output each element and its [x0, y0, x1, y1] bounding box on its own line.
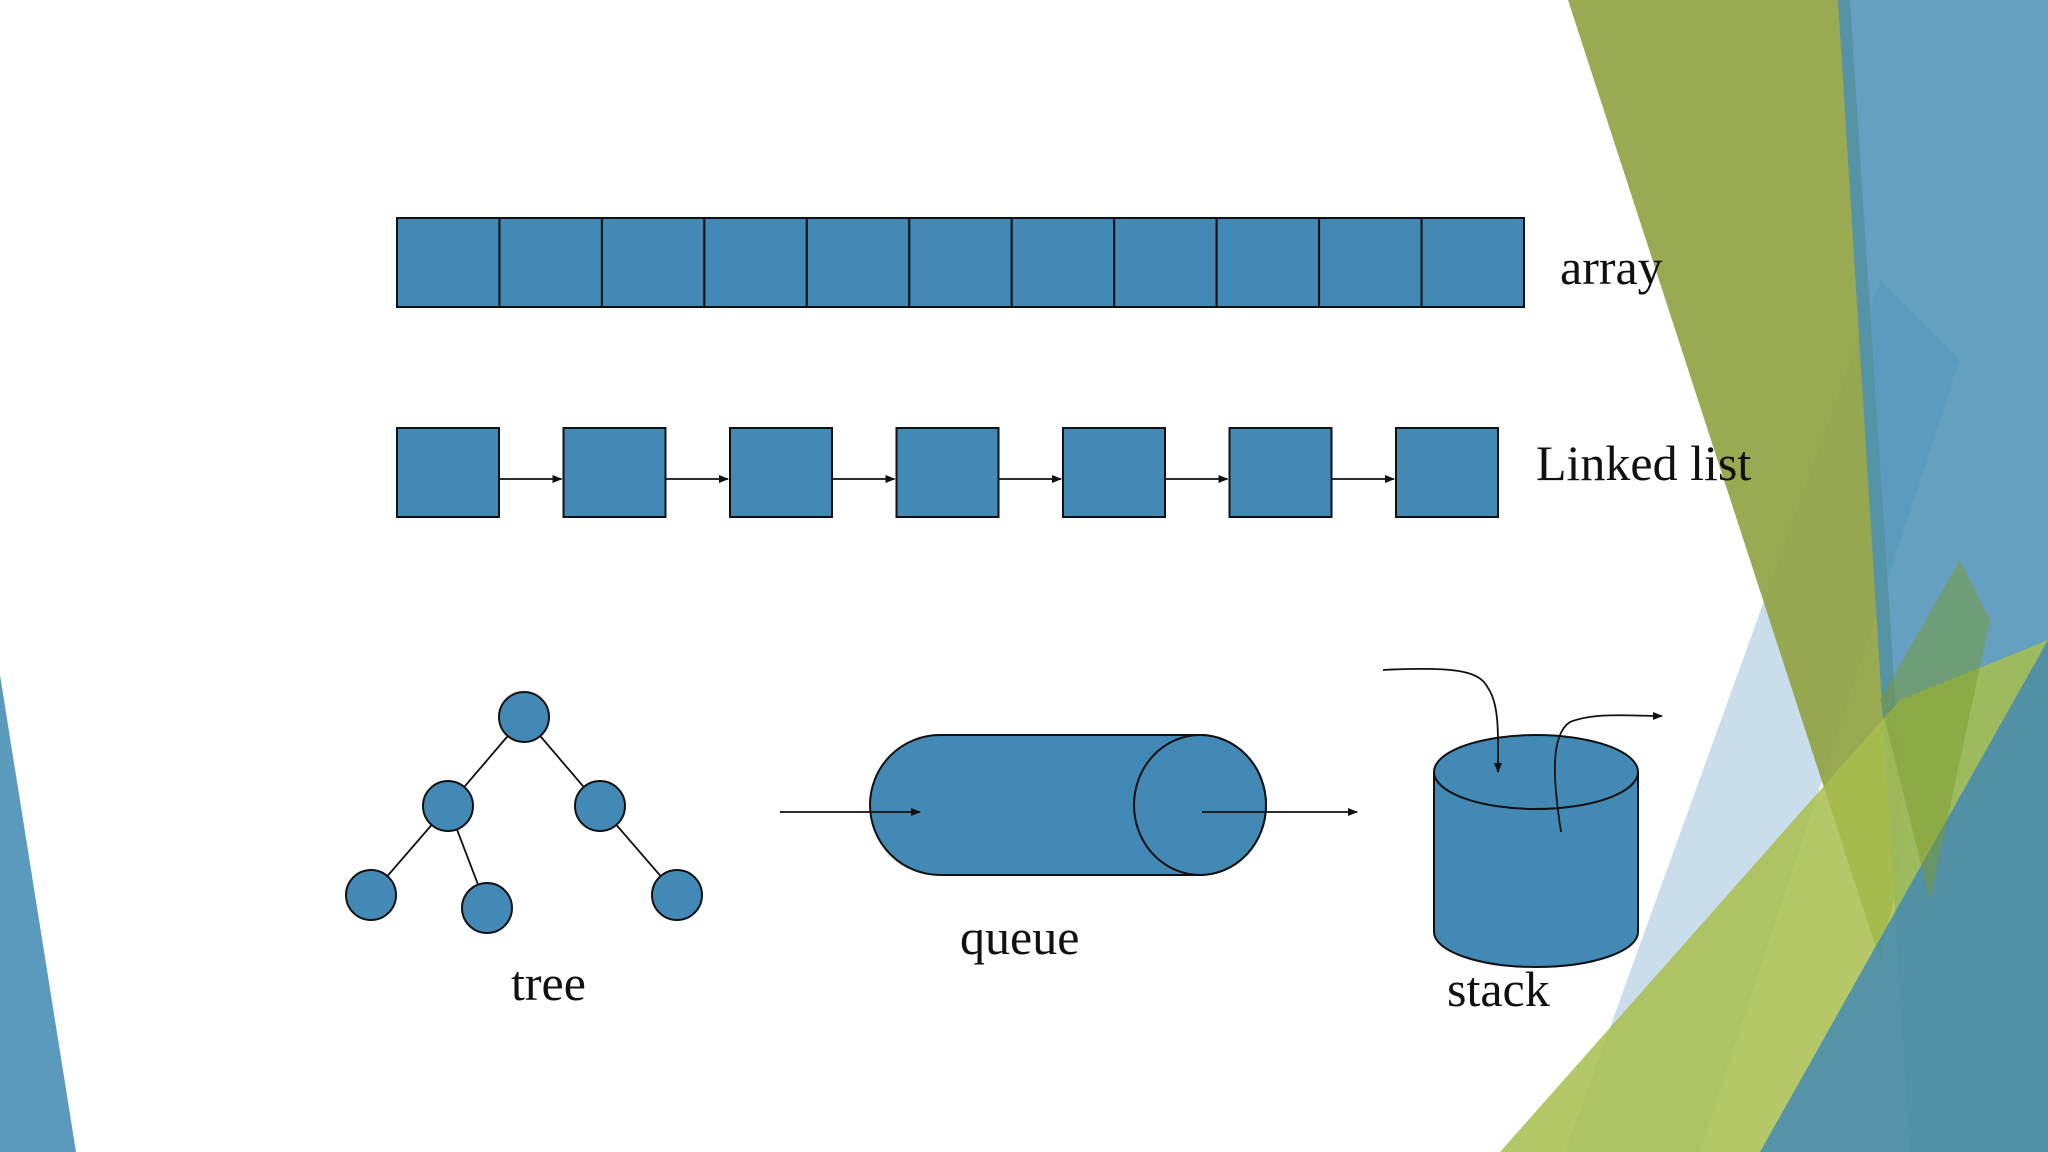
stack-diagram — [1382, 667, 1663, 968]
deco-left-teal-shape — [0, 675, 76, 1152]
array-cell — [1318, 217, 1423, 308]
list-node — [1062, 427, 1166, 518]
list-node — [895, 427, 1000, 518]
queue-diagram — [780, 734, 1358, 876]
stack-pop-arrow — [1554, 711, 1663, 833]
list-node — [1395, 427, 1499, 518]
tree-label: tree — [511, 955, 586, 1011]
array-cell — [1420, 217, 1526, 308]
deco-green-band — [1568, 0, 1905, 960]
stack-cylinder-top — [1433, 734, 1639, 810]
list-node — [562, 427, 667, 518]
queue-label: queue — [960, 909, 1080, 965]
list-node — [729, 427, 833, 518]
linked-list-diagram — [396, 427, 1499, 518]
tree-node — [651, 869, 703, 921]
array-label: array — [1560, 239, 1663, 295]
stack-label: stack — [1447, 961, 1550, 1017]
stack-push-arrow — [1382, 667, 1503, 773]
deco-dark-teal-band — [1760, 640, 2048, 1152]
stack-cylinder-body — [1433, 772, 1639, 968]
tree-node — [461, 882, 513, 934]
array-cell — [600, 217, 706, 308]
array-cell — [498, 217, 603, 308]
queue-cylinder-end — [1133, 734, 1267, 876]
array-cell — [1215, 217, 1321, 308]
list-node — [396, 427, 500, 518]
array-cell — [1113, 217, 1218, 308]
array-cell — [703, 217, 808, 308]
linked-list-label: Linked list — [1536, 435, 1752, 491]
tree-diagram — [345, 691, 703, 934]
array-cell — [1010, 217, 1116, 308]
list-node — [1228, 427, 1333, 518]
tree-node — [574, 780, 626, 832]
deco-green-overlay — [1880, 560, 1990, 900]
array-cell — [396, 217, 501, 308]
array-cell — [908, 217, 1013, 308]
tree-node-root — [498, 691, 550, 743]
array-diagram — [396, 217, 1526, 308]
tree-node — [422, 780, 474, 832]
tree-node — [345, 869, 397, 921]
array-cell — [805, 217, 911, 308]
